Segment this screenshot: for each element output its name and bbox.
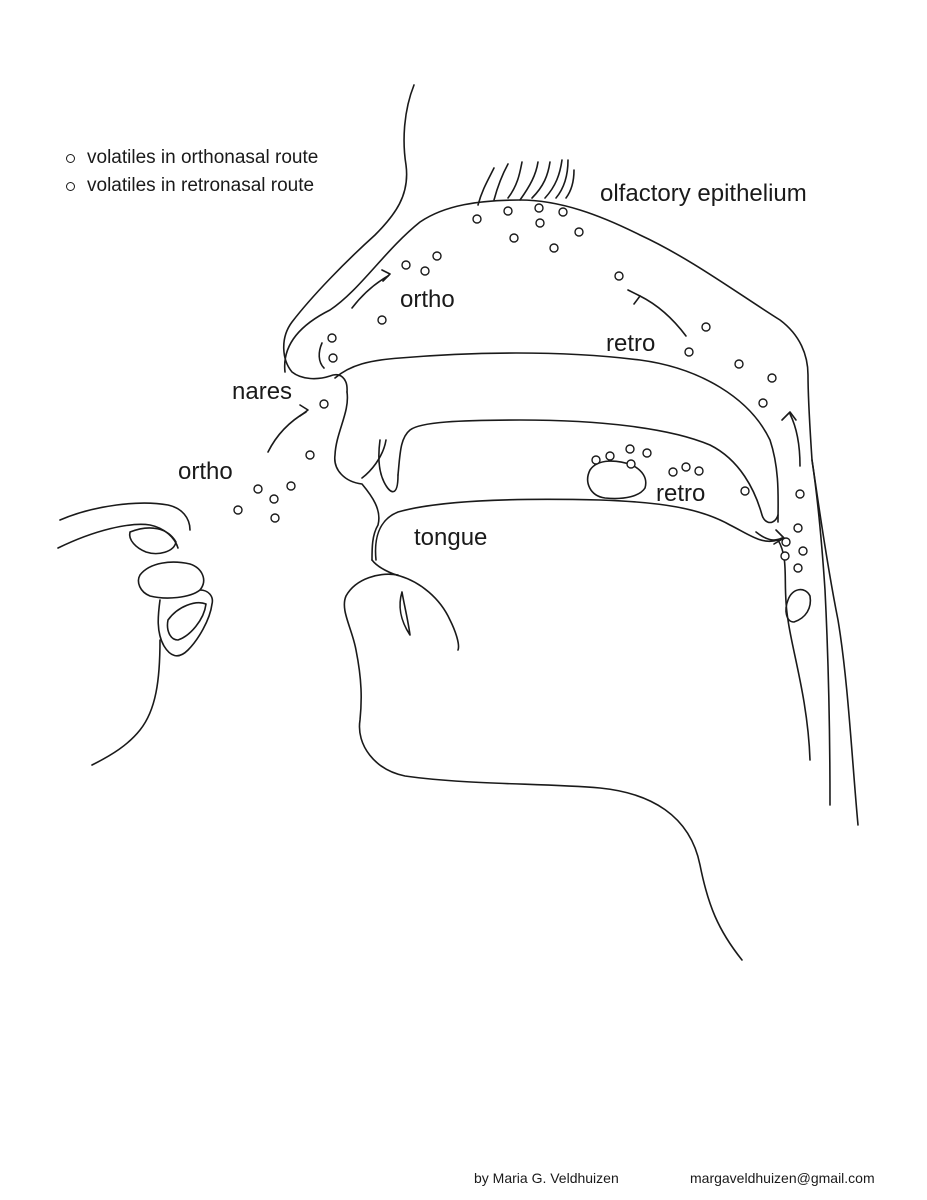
volatile-molecule-dot [614, 271, 624, 281]
upper-teeth [378, 439, 399, 493]
volatile-molecule-dot [668, 467, 678, 477]
volatile-molecule-dot [534, 203, 544, 213]
legend-ortho-label: volatiles in orthonasal route [87, 147, 319, 168]
volatile-molecule-dot [305, 450, 315, 460]
label-olfactory-epithelium: olfactory epithelium [600, 180, 807, 207]
volatile-molecule-dot [549, 243, 559, 253]
volatile-molecule-dot [684, 347, 694, 357]
volatile-molecules [233, 203, 808, 573]
volatile-molecule-dot [574, 227, 584, 237]
legend-ortho: volatiles in orthonasal route [64, 144, 318, 172]
volatile-molecule-dot [420, 266, 430, 276]
lower-lip-chin [343, 573, 743, 961]
volatile-molecule-dot [626, 459, 636, 469]
tongue-front [371, 559, 460, 651]
thumb-nail [128, 527, 177, 555]
volatile-molecule-dot [328, 353, 338, 363]
nasal-floor [334, 352, 779, 523]
upper-lip [334, 391, 380, 561]
volatile-molecule-dot [734, 359, 744, 369]
volatile-molecule-dot [558, 207, 568, 217]
volatile-molecule-dot [605, 451, 615, 461]
volatile-molecule-dot [625, 444, 635, 454]
finger [157, 589, 214, 657]
volatile-molecule-dot [642, 448, 652, 458]
legend-retro-label: volatiles in retronasal route [87, 175, 315, 196]
finger-nail [166, 602, 207, 641]
hand-back [59, 502, 191, 531]
volatile-molecule-dot [319, 399, 329, 409]
volatile-molecule-dot [432, 251, 442, 261]
palate-roof [397, 419, 779, 524]
volatile-molecule-dot [401, 260, 411, 270]
volatile-molecule-dot [781, 537, 791, 547]
label-ortho-nasal: ortho [400, 286, 455, 313]
olfactory-nerve-fibers [477, 159, 575, 206]
lower-teeth [399, 591, 411, 636]
volatile-molecule-dot [327, 333, 337, 343]
footer-email: margaveldhuizen@gmail.com [690, 1170, 875, 1186]
nose-profile [282, 84, 415, 393]
volatile-molecule-dot [795, 489, 805, 499]
epiglottis [785, 588, 812, 623]
airflow-arrows [267, 269, 801, 545]
label-tongue: tongue [414, 524, 488, 551]
volatile-molecule-dot [377, 315, 387, 325]
throat-wall [811, 459, 859, 826]
volatile-molecule-dot [793, 523, 803, 533]
retro-dot-icon [66, 181, 75, 191]
volatile-molecule-dot [233, 505, 243, 515]
volatile-molecule-dot [793, 563, 803, 573]
label-retro-upper: retro [606, 330, 656, 357]
volatile-molecule-dot [270, 513, 280, 523]
footer-author: by Maria G. Veldhuizen [474, 1170, 619, 1186]
volatile-molecule-dot [472, 214, 482, 224]
thumb [57, 523, 179, 549]
volatile-molecule-dot [694, 466, 704, 476]
volatile-molecule-dot [740, 486, 750, 496]
upper-incisor [361, 439, 387, 479]
volatile-molecule-dot [701, 322, 711, 332]
finger-lower [91, 639, 161, 766]
volatile-molecule-dot [286, 481, 296, 491]
food-bolus [586, 460, 647, 500]
label-nares: nares [232, 378, 293, 405]
tongue-surface [374, 498, 811, 761]
volatile-molecule-dot [509, 233, 519, 243]
volatile-molecule-dot [681, 462, 691, 472]
ortho-dot-icon [66, 153, 75, 163]
volatile-molecule-dot [269, 494, 279, 504]
nostril-ridge [318, 342, 325, 369]
volatile-molecule-dot [503, 206, 513, 216]
volatile-molecule-dot [780, 551, 790, 561]
volatile-molecule-dot [767, 373, 777, 383]
volatile-molecule-dot [253, 484, 263, 494]
volatile-molecule-dot [535, 218, 545, 228]
volatile-molecule-dot [591, 455, 601, 465]
nasal-cavity-roof [283, 199, 831, 806]
legend: volatiles in orthonasal route volatiles … [64, 144, 318, 200]
volatile-molecule-dot [758, 398, 768, 408]
volatile-molecule-dot [798, 546, 808, 556]
label-ortho-outside: ortho [178, 458, 233, 485]
label-retro-lower: retro [656, 480, 706, 507]
pinched-nose-tissue [137, 561, 205, 599]
legend-retro: volatiles in retronasal route [64, 172, 318, 200]
